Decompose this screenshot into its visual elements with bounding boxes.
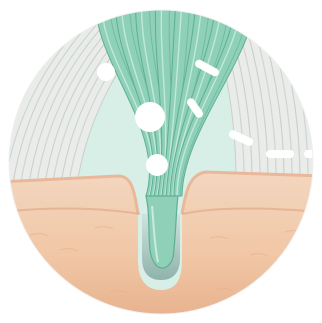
foam-bubble <box>135 102 165 132</box>
gum-texture-mark <box>240 307 258 309</box>
gum-pocket <box>142 196 180 280</box>
gum-texture-mark <box>40 279 58 281</box>
gum-texture-mark <box>270 281 288 283</box>
gum-texture-mark <box>80 304 98 306</box>
foam-dash <box>266 150 294 158</box>
foam-bubble <box>146 154 168 176</box>
foam-bubble <box>97 63 115 81</box>
